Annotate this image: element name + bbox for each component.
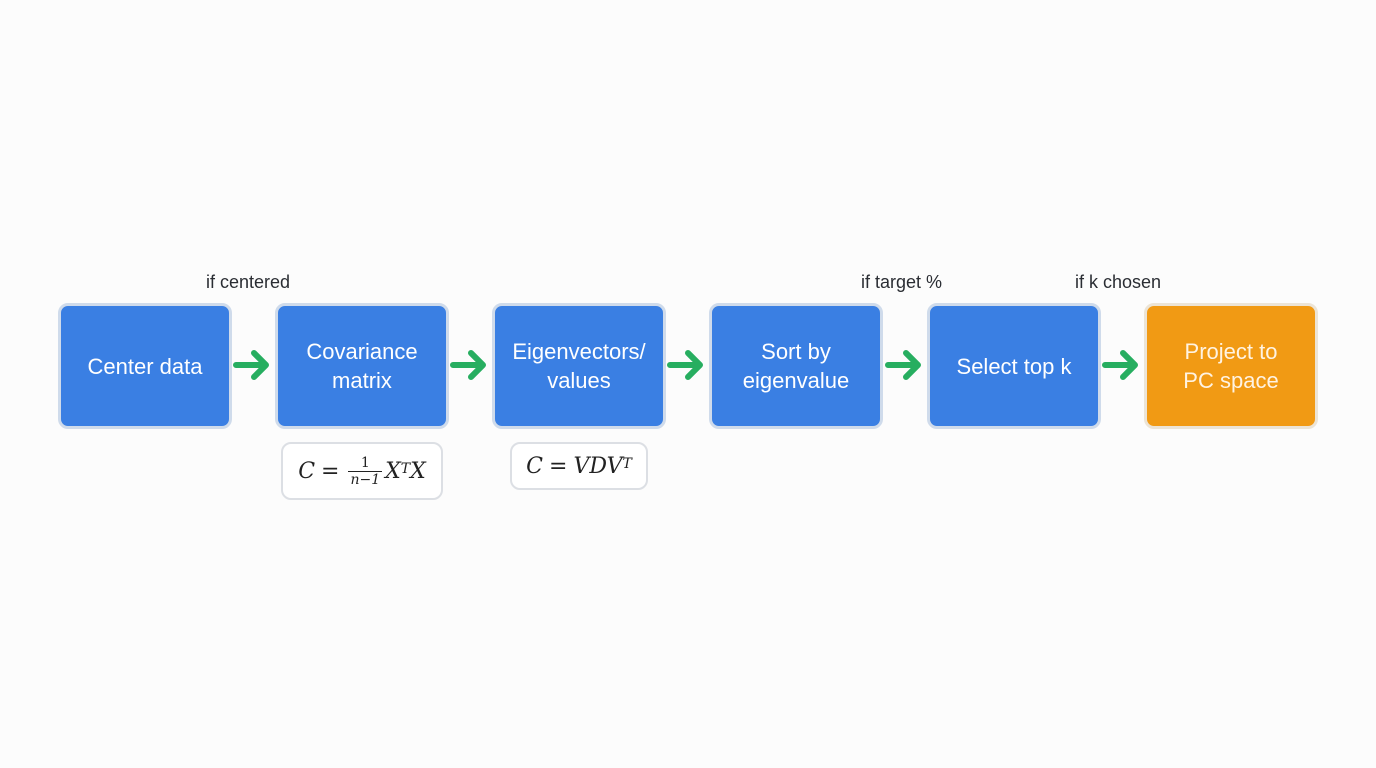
- step-sort-by-eigenvalue[interactable]: Sort by eigenvalue: [709, 303, 883, 429]
- step-label: Center data: [87, 353, 203, 379]
- arrow-right-icon: [450, 350, 486, 380]
- formula-transpose: T: [622, 456, 632, 472]
- fraction-numerator: 1: [360, 454, 370, 471]
- formula-matrix-x: X: [385, 458, 401, 484]
- formula-transpose: T: [400, 461, 411, 477]
- fraction-denominator: n−1: [348, 470, 383, 488]
- step-project-to-pc-space[interactable]: Project to PC space: [1144, 303, 1318, 429]
- formula-lhs: C: [526, 453, 544, 479]
- step-label: Select top k: [956, 353, 1072, 379]
- step-label: Project to PC space: [1183, 339, 1279, 393]
- arrow-right-icon: [1102, 350, 1138, 380]
- formula-equals: =: [321, 458, 340, 484]
- formula-lhs: C: [298, 458, 316, 484]
- step-covariance-matrix[interactable]: Covariance matrix: [275, 303, 449, 429]
- condition-label-centered: if centered: [206, 272, 291, 292]
- formula-fraction: 1 n−1: [348, 454, 383, 488]
- formula-equals: =: [549, 453, 568, 479]
- step-eigenvectors-values[interactable]: Eigenvectors/ values: [492, 303, 666, 429]
- step-center-data[interactable]: Center data: [58, 303, 232, 429]
- step-label: Covariance matrix: [306, 339, 418, 393]
- arrow-right-icon: [885, 350, 921, 380]
- condition-label-target-percent: if target %: [861, 272, 943, 292]
- arrow-right-icon: [667, 350, 703, 380]
- formula-matrix-x: X: [410, 458, 426, 484]
- formula-rhs: VDV: [573, 453, 623, 479]
- step-label: Eigenvectors/ values: [512, 339, 646, 393]
- condition-label-k-chosen: if k chosen: [1075, 272, 1162, 292]
- step-label: Sort by eigenvalue: [742, 339, 850, 393]
- step-select-top-k[interactable]: Select top k: [927, 303, 1101, 429]
- arrow-right-icon: [233, 350, 269, 380]
